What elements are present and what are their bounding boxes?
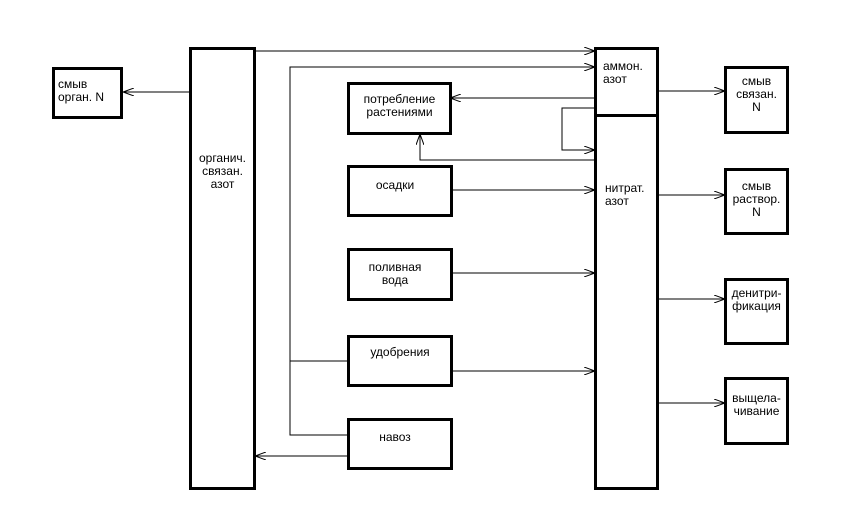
fertilizers-label: удобрения [370,345,430,359]
leaching-box [724,377,789,445]
plant-uptake-box [347,82,452,135]
runoff-dissolved-label: смыв раствор. N [732,179,781,219]
denitrification-box [724,278,789,345]
arrow-nitrate-to-uptake [420,134,595,161]
fertilizers-box [347,335,453,387]
runoff-bound-label: смыв связан. N [736,74,777,114]
organic-nitrogen-label: органич. связан. азот [198,151,247,191]
manure-box [347,418,453,470]
leaching-label: выщела- чивание [732,391,781,418]
precipitation-box [347,165,453,217]
runoff-dissolved-box [724,168,789,235]
ammonium-nitrogen-box [594,47,659,117]
denitrification-label: денитри- фикация [731,286,782,313]
runoff-bound-box [724,66,789,134]
runoff-organic-box [52,67,123,119]
runoff-organic-label: смыв орган. N [58,77,105,104]
nitrate-nitrogen-box [594,114,659,490]
nitrate-nitrogen-label: нитрат. азот [605,181,645,208]
irrigation-label: поливная вода [368,260,422,287]
organic-nitrogen-box [189,47,256,490]
manure-label: навоз [379,430,411,444]
irrigation-box [347,248,453,301]
bus-fertilizer-manure [289,67,595,436]
arrow-ammonium-to-nitrate [561,107,595,150]
precipitation-label: осадки [375,178,415,192]
ammonium-nitrogen-label: аммон. азот [603,59,643,86]
plant-uptake-label: потребление растениями [363,92,436,119]
